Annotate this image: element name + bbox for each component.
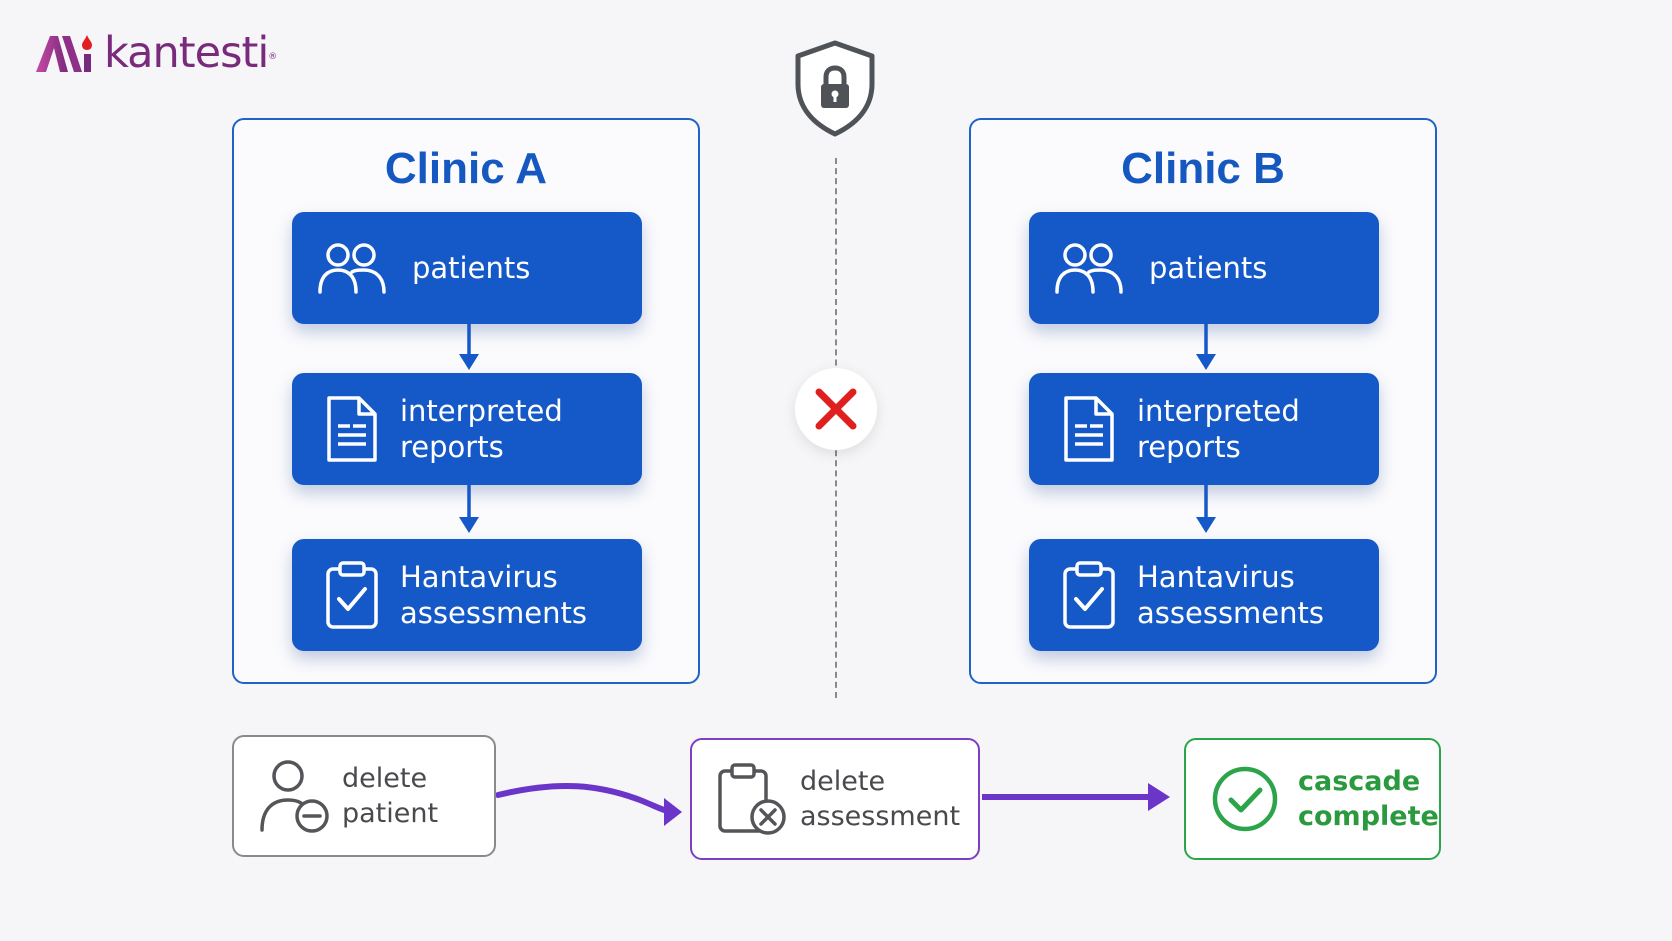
- clinic-title: Clinic B: [1121, 144, 1285, 193]
- node-label: interpreted reports: [400, 394, 563, 464]
- brand-logo: kantesti®: [34, 28, 277, 78]
- flow-arrow-1: [495, 782, 671, 814]
- clipboard-check-icon: [1041, 559, 1137, 631]
- users-icon: [304, 240, 400, 296]
- flow-arrow-1-head: [664, 798, 682, 826]
- arrow-down-icon: [1196, 324, 1216, 370]
- step-label: cascade complete: [1298, 766, 1439, 832]
- patients-node: patients: [1029, 212, 1379, 324]
- delete-patient-step: delete patient: [232, 735, 496, 857]
- arrow-down-icon: [459, 485, 479, 533]
- cascade-complete-step: cascade complete: [1184, 738, 1441, 860]
- node-label: patients: [1149, 251, 1268, 285]
- node-label: Hantavirus assessments: [400, 560, 587, 630]
- step-label: delete assessment: [800, 766, 961, 832]
- hantavirus-assessments-node: Hantavirus assessments: [292, 539, 642, 651]
- lock-shield-icon: [790, 38, 880, 142]
- arrow-down-icon: [459, 324, 479, 370]
- delete-assessment-step: delete assessment: [690, 738, 980, 860]
- kantesti-mark-icon: [36, 35, 92, 72]
- brand-name: kantesti: [104, 27, 269, 78]
- clinic-b-panel: Clinic B patients interpret: [969, 118, 1437, 684]
- flow-arrow-2-head: [1148, 783, 1170, 811]
- blocked-badge: [795, 368, 877, 450]
- hantavirus-assessments-node: Hantavirus assessments: [1029, 539, 1379, 651]
- brand-reg-mark: ®: [268, 52, 278, 62]
- check-circle-icon: [1210, 764, 1280, 834]
- users-icon: [1041, 240, 1137, 296]
- interpreted-reports-node: interpreted reports: [1029, 373, 1379, 485]
- arrow-down-icon: [1196, 485, 1216, 533]
- node-label: Hantavirus assessments: [1137, 560, 1324, 630]
- node-label: interpreted reports: [1137, 394, 1300, 464]
- node-label: patients: [412, 251, 531, 285]
- document-icon: [1041, 394, 1137, 464]
- clinic-title: Clinic A: [384, 144, 548, 193]
- red-x-icon: [815, 388, 857, 430]
- clipboard-check-icon: [304, 559, 400, 631]
- clinic-a-panel: Clinic A patients interpret: [232, 118, 700, 684]
- document-icon: [304, 394, 400, 464]
- patients-node: patients: [292, 212, 642, 324]
- interpreted-reports-node: interpreted reports: [292, 373, 642, 485]
- clipboard-x-icon: [716, 761, 790, 837]
- step-label: delete patient: [342, 763, 439, 829]
- user-remove-icon: [258, 758, 332, 834]
